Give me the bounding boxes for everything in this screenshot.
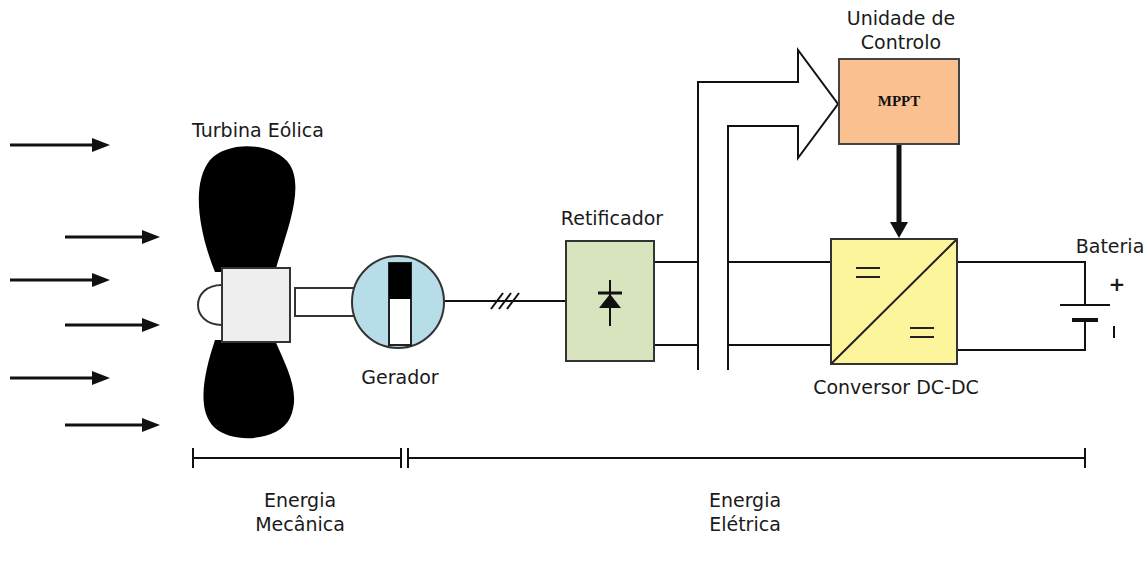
shape-symbol xyxy=(567,242,653,360)
part-label: Gerador xyxy=(361,365,438,389)
energy-brackets xyxy=(193,448,1085,468)
part-label: Bateria xyxy=(1076,234,1145,258)
generator-circle: Gerador xyxy=(351,255,445,349)
polarity-sign: + xyxy=(1107,272,1127,296)
connector xyxy=(698,50,838,370)
shape-symbol xyxy=(353,257,443,347)
connector xyxy=(958,262,1060,350)
shape-symbol xyxy=(1060,262,1110,350)
battery: Bateria xyxy=(1060,262,1110,350)
part-label: Retificador xyxy=(561,206,663,230)
shape-symbol xyxy=(832,240,956,363)
converter-box: Conversor DC-DC xyxy=(830,238,958,365)
connector xyxy=(445,293,565,309)
connector xyxy=(655,262,830,345)
energy-label: Energia Mecânica xyxy=(240,488,360,536)
mppt-box: Unidade de ControloMPPT xyxy=(838,58,960,145)
energy-label: Energia Elétrica xyxy=(685,488,805,536)
box-label: MPPT xyxy=(878,93,921,110)
wind-arrows xyxy=(10,138,160,432)
part-label: Conversor DC-DC xyxy=(813,375,979,399)
part-label: Unidade de Controlo xyxy=(821,6,981,54)
part-label: Turbina Eólica xyxy=(192,118,324,142)
turbine-drawing xyxy=(198,146,295,438)
connector xyxy=(890,145,908,238)
rectifier-box: Retificador xyxy=(565,240,655,362)
turbine: Turbina Eólica xyxy=(195,150,295,440)
